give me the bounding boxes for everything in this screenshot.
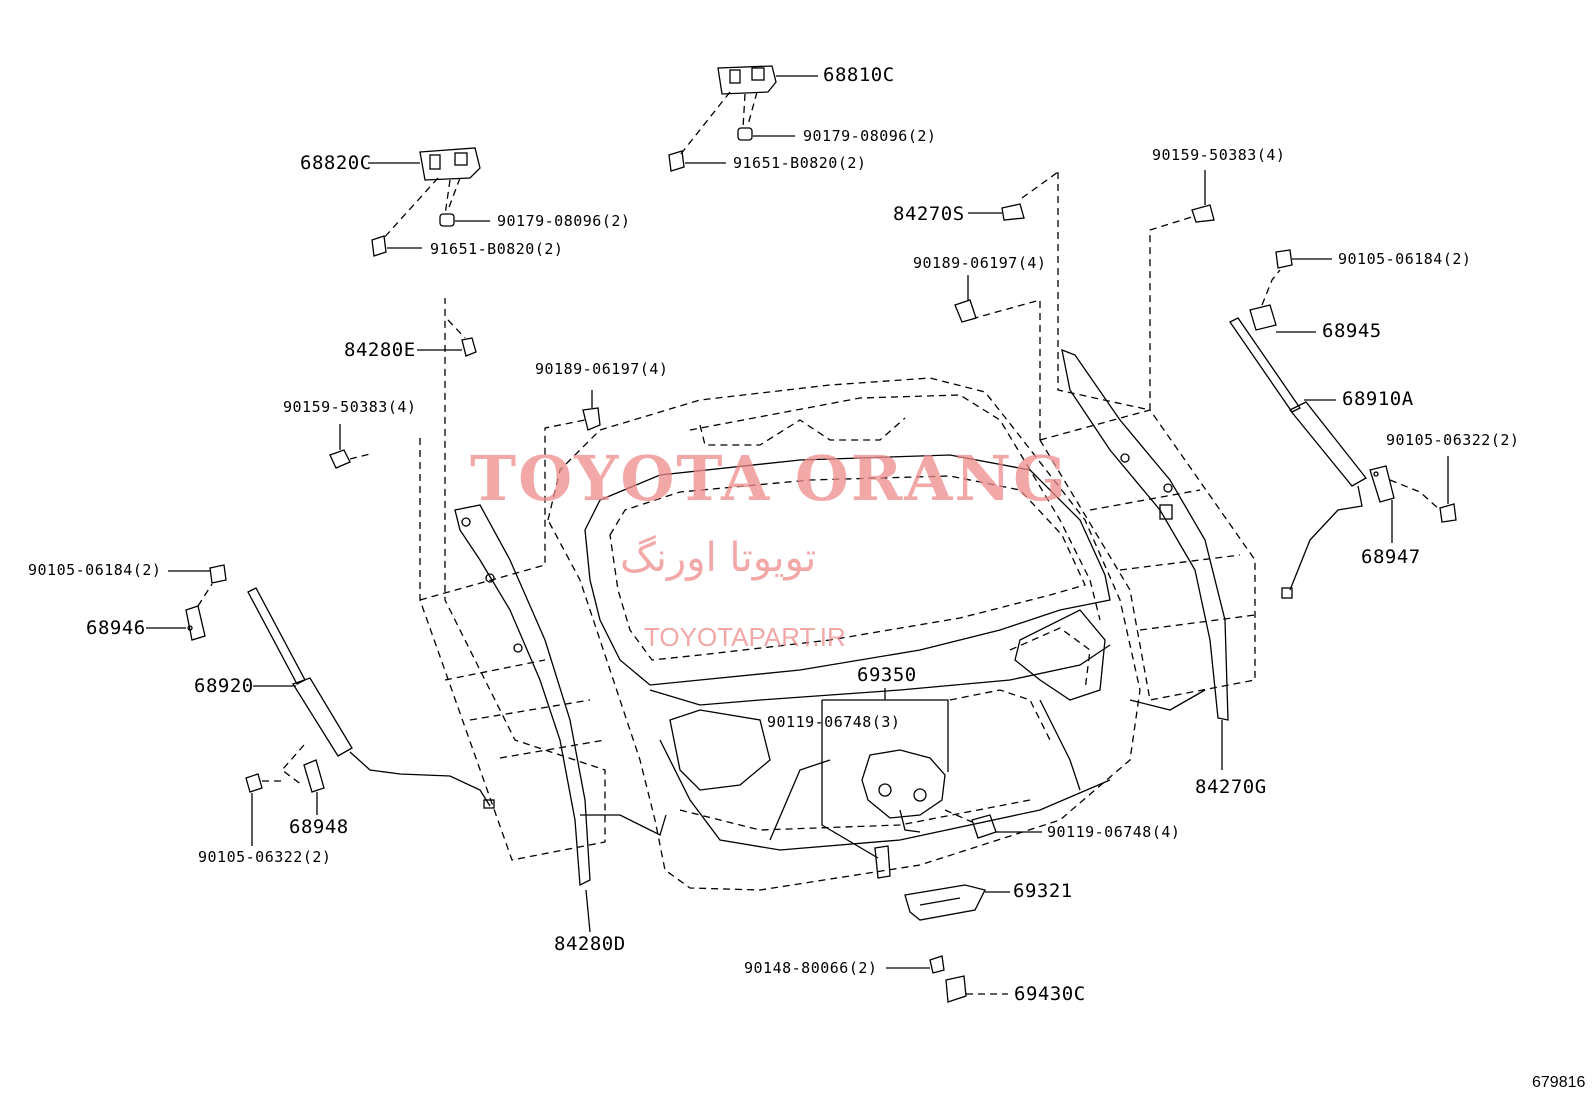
label-68910A: 68910A [1342, 388, 1414, 410]
lock-69350 [821, 688, 1042, 879]
label-84280D: 84280D [554, 933, 626, 955]
label-68946: 68946 [86, 617, 146, 639]
label-90159-50383-right: 90159-50383(4) [1152, 146, 1286, 164]
label-90189-06197-left: 90189-06197(4) [535, 360, 669, 378]
label-69350: 69350 [857, 664, 917, 686]
back-door-panel [547, 377, 1141, 891]
label-68820C: 68820C [300, 152, 372, 174]
clip-84270S [968, 203, 1025, 221]
label-90159-50383-left: 90159-50383(4) [283, 398, 417, 416]
label-68810C: 68810C [823, 64, 895, 86]
hinge-68810C [668, 65, 818, 172]
label-69321: 69321 [1013, 880, 1073, 902]
striker-69430C [886, 955, 1008, 1003]
label-90119-06748-4: 90119-06748(4) [1047, 823, 1181, 841]
drawing-reference-number: 679816 [1532, 1074, 1586, 1091]
label-90148-80066: 90148-80066(2) [744, 959, 878, 977]
label-91651-b0820-top: 91651-B0820(2) [733, 154, 867, 172]
watermark-persian: تویوتا اورنگ [620, 535, 817, 581]
bracket-68946 [146, 564, 227, 641]
bracket-84270G [1061, 348, 1229, 770]
label-90179-08096-left: 90179-08096(2) [497, 212, 631, 230]
assembly-outline-right [974, 171, 1256, 701]
label-68948: 68948 [289, 816, 349, 838]
bracket-84280D [454, 504, 667, 933]
watermark-url: TOYOTAPART.IR [644, 622, 846, 652]
clip-90189-left [582, 390, 601, 431]
clip-84280E [417, 319, 477, 357]
label-84280E: 84280E [344, 339, 416, 361]
bracket-68945 [1249, 249, 1332, 333]
label-90105-06184-left: 90105-06184(2) [28, 561, 162, 579]
watermark-main: TOYOTA ORANG [470, 442, 1069, 515]
label-90119-06748-3: 90119-06748(3) [767, 713, 901, 731]
bolt-90159-left [329, 424, 371, 469]
label-68945: 68945 [1322, 320, 1382, 342]
damper-68910A [1229, 317, 1367, 599]
bracket-68948 [245, 744, 325, 846]
bolt-90159-right [1191, 170, 1215, 223]
label-90105-06322-left: 90105-06322(2) [198, 848, 332, 866]
label-84270G: 84270G [1195, 776, 1267, 798]
label-68920: 68920 [194, 675, 254, 697]
damper-68920 [247, 587, 495, 809]
label-90179-08096-top: 90179-08096(2) [803, 127, 937, 145]
clip-90189-right [954, 275, 977, 323]
hinge-68820C [368, 147, 490, 257]
label-90189-06197-right: 90189-06197(4) [913, 254, 1047, 272]
label-68947: 68947 [1361, 546, 1421, 568]
cover-69321 [904, 884, 1010, 921]
label-69430C: 69430C [1014, 983, 1086, 1005]
label-90105-06322-right: 90105-06322(2) [1386, 431, 1520, 449]
assembly-outline-left [419, 298, 606, 861]
label-91651-b0820-left: 91651-B0820(2) [430, 240, 564, 258]
label-84270S: 84270S [893, 203, 965, 225]
label-90105-06184-right: 90105-06184(2) [1338, 250, 1472, 268]
bracket-68947 [1369, 456, 1457, 543]
